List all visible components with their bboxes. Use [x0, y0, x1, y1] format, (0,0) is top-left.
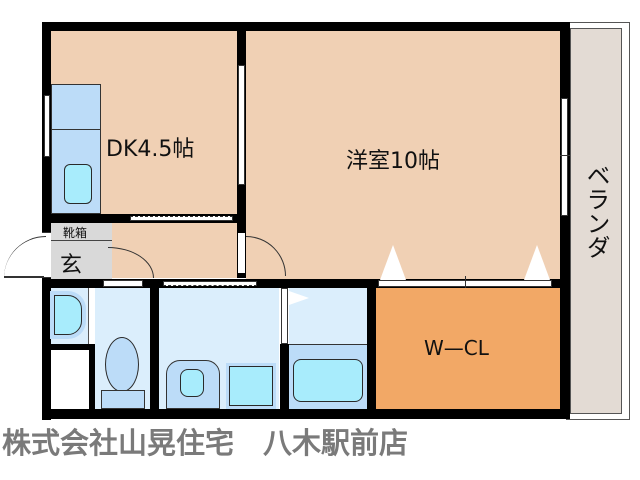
closet-door-mark: [465, 276, 466, 290]
shoebox-label: 靴箱: [63, 226, 88, 240]
western-room-label: 洋室10帖: [346, 149, 440, 174]
wall-toilet-right: [150, 279, 159, 410]
kitchen-sink: [64, 164, 92, 204]
entrance-door-line: [4, 276, 44, 278]
wall-bath-left: [280, 344, 289, 410]
sliding-door-dk[interactable]: [130, 216, 233, 221]
veranda-label: ベランダ: [582, 163, 610, 259]
toilet: [105, 337, 139, 392]
entrance-opening: [42, 232, 51, 278]
bathtub: [293, 359, 363, 402]
washbasin: [54, 295, 82, 335]
wall-storage: [51, 344, 95, 350]
wall-storage-right: [89, 344, 95, 410]
walk-in-closet: [376, 288, 560, 409]
wall-left: [42, 22, 51, 420]
bath-door-triangle: [289, 291, 309, 305]
dk-window: [44, 95, 50, 157]
closet-door-triangle-left: [380, 245, 406, 280]
toilet-door-opening: [103, 280, 143, 287]
bath-door-opening: [281, 288, 288, 344]
wall-bath-right: [367, 279, 376, 410]
storage: [51, 350, 89, 409]
washstand-basin: [180, 369, 204, 397]
sliding-door-washroom[interactable]: [163, 281, 257, 286]
veranda-window: [561, 98, 568, 216]
toilet-tank: [101, 390, 145, 409]
company-name: 株式会社山晃住宅 八木駅前店: [2, 426, 409, 460]
window-mark: [560, 155, 570, 156]
genkan-label: 玄: [60, 253, 83, 278]
veranda: ベランダ: [570, 28, 622, 414]
western-room: [246, 31, 560, 279]
closet-door-triangle-right: [524, 245, 550, 280]
interior-window: [238, 65, 245, 185]
wall-right: [560, 22, 570, 419]
western-door-opening: [238, 233, 245, 273]
wcl-label: W—CL: [424, 336, 489, 360]
counter-divider: [51, 129, 101, 130]
washing-machine: [229, 366, 273, 406]
dk-label: DK4.5帖: [106, 137, 195, 162]
shoebox: [51, 223, 112, 241]
wall-top: [42, 22, 570, 31]
wall-bottom: [42, 409, 570, 419]
